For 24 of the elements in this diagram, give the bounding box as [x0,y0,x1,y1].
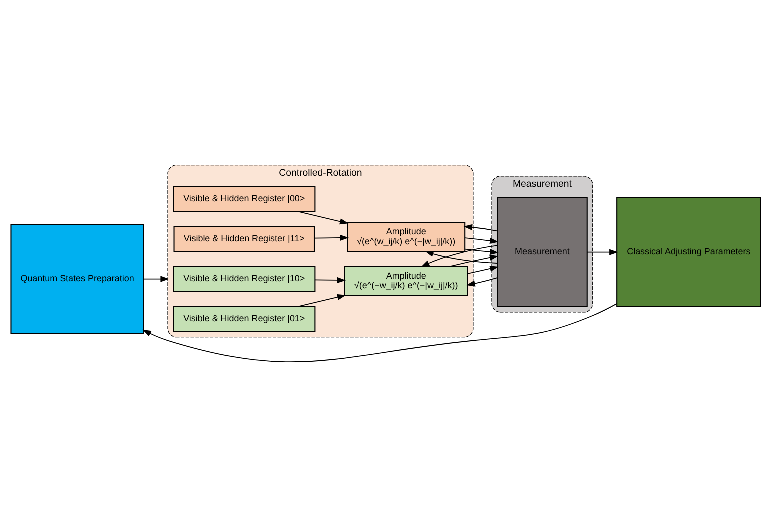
node-box: Visible & Hidden Register |00> [173,186,316,212]
arrow [142,303,618,362]
arrow [314,276,346,284]
node-box: Visible & Hidden Register |10> [173,266,316,292]
node-box: Visible & Hidden Register |11> [174,226,316,252]
arrow [464,248,499,255]
arrow [449,254,499,267]
arrow [466,277,498,286]
arrow [314,234,349,241]
node-box: Amplitude √(e^(w_ij/k) e^(−|w_ij|/k)) [347,222,466,252]
arrow [297,210,349,224]
arrow [464,237,499,244]
node-box: Visible & Hidden Register |01> [173,306,316,332]
node-box: Measurement [497,196,588,307]
arrow [587,248,618,255]
arrow [297,294,346,307]
arrow [425,250,498,264]
node-box: Classical Adjusting Parameters [616,196,762,307]
arrow [421,244,498,267]
node-box: Quantum States Preparation [10,224,144,334]
arrow [464,224,498,232]
arrow [143,276,170,282]
node-box: Amplitude √(e^(−w_ij/k) e^(−|w_ij|/k)) [344,266,468,296]
arrow [467,266,499,274]
